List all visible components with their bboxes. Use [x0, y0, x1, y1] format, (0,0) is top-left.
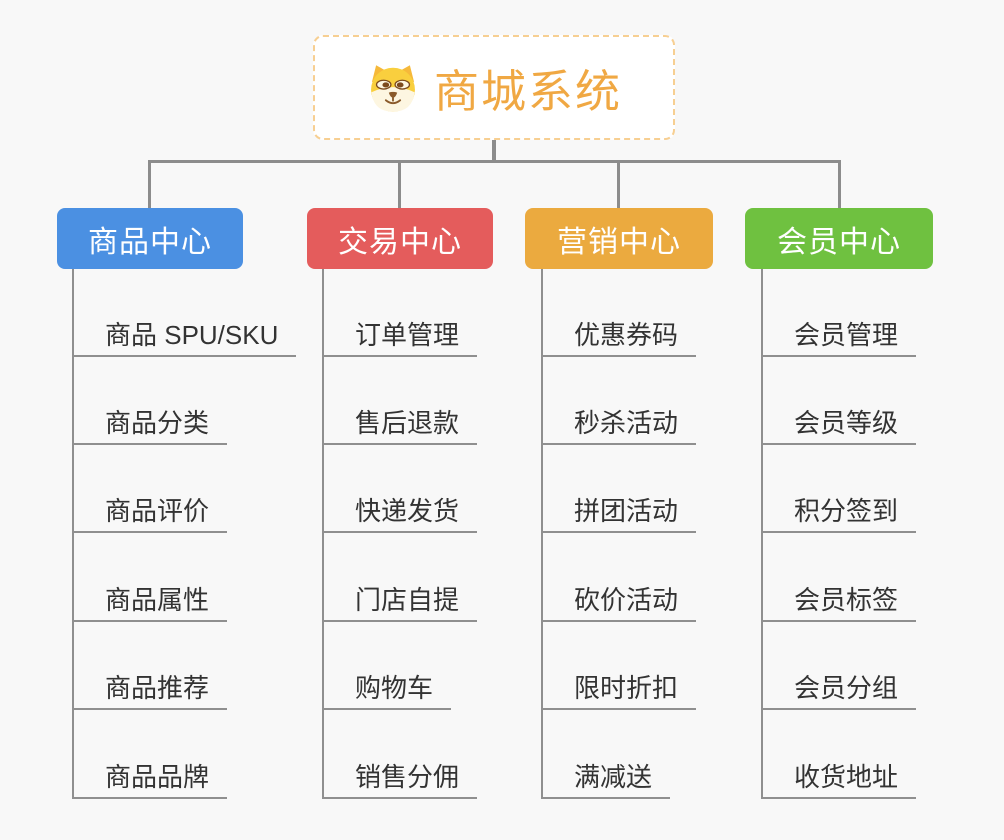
leaf-node-label: 订单管理 [322, 320, 478, 357]
leaf-node[interactable]: 拼团活动 [541, 496, 697, 533]
leaf-node-label: 商品品牌 [72, 762, 228, 799]
branch-column-marketing-center: 优惠券码 秒杀活动 拼团活动 砍价活动 限时折扣 满减送 [541, 269, 791, 799]
leaf-node-label: 拼团活动 [541, 496, 697, 533]
leaf-node[interactable]: 销售分佣 [322, 762, 478, 799]
leaf-node-label: 限时折扣 [541, 673, 697, 710]
leaf-node-label: 商品评价 [72, 496, 228, 533]
leaf-node-label: 满减送 [541, 762, 671, 799]
leaf-node[interactable]: 砍价活动 [541, 585, 697, 622]
leaf-node[interactable]: 商品 SPU/SKU [72, 320, 297, 357]
leaf-node-label: 商品属性 [72, 585, 228, 622]
leaf-node[interactable]: 商品分类 [72, 408, 228, 445]
leaf-node[interactable]: 商品推荐 [72, 673, 228, 710]
leaf-node[interactable]: 门店自提 [322, 585, 478, 622]
leaf-node-label: 砍价活动 [541, 585, 697, 622]
leaf-node-label: 会员分组 [761, 673, 917, 710]
branch-column-member-center: 会员管理 会员等级 积分签到 会员标签 会员分组 收货地址 [761, 269, 1004, 799]
leaf-node-label: 秒杀活动 [541, 408, 697, 445]
root-node-label: 商城系统 [433, 66, 622, 117]
leaf-node[interactable]: 商品品牌 [72, 762, 228, 799]
leaf-node[interactable]: 会员标签 [761, 585, 917, 622]
connector-drop-trade-center [398, 160, 401, 208]
leaf-node-label: 商品 SPU/SKU [72, 320, 297, 357]
leaf-node-label: 会员标签 [761, 585, 917, 622]
leaf-node-label: 收货地址 [761, 762, 917, 799]
leaf-node-label: 优惠券码 [541, 320, 697, 357]
connector-drop-product-center [148, 160, 151, 208]
leaf-node[interactable]: 会员等级 [761, 408, 917, 445]
leaf-node[interactable]: 收货地址 [761, 762, 917, 799]
leaf-node-label: 会员等级 [761, 408, 917, 445]
leaf-node[interactable]: 秒杀活动 [541, 408, 697, 445]
connector-root-stub [492, 140, 496, 162]
dog-face-icon [366, 63, 420, 113]
leaf-node[interactable]: 订单管理 [322, 320, 478, 357]
leaf-node-label: 快递发货 [322, 496, 478, 533]
leaf-node[interactable]: 会员分组 [761, 673, 917, 710]
leaf-node[interactable]: 商品评价 [72, 496, 228, 533]
leaf-node[interactable]: 限时折扣 [541, 673, 697, 710]
connector-drop-marketing-center [617, 160, 620, 208]
leaf-node-label: 销售分佣 [322, 762, 478, 799]
branch-column-trade-center: 订单管理 售后退款 快递发货 门店自提 购物车 销售分佣 [322, 269, 572, 799]
leaf-node[interactable]: 会员管理 [761, 320, 917, 357]
leaf-node[interactable]: 售后退款 [322, 408, 478, 445]
branch-node-trade-center[interactable]: 交易中心 [307, 208, 493, 269]
connector-drop-member-center [838, 160, 841, 208]
branch-node-product-center[interactable]: 商品中心 [57, 208, 243, 269]
leaf-node[interactable]: 优惠券码 [541, 320, 697, 357]
leaf-node-label: 积分签到 [761, 496, 917, 533]
leaf-node[interactable]: 商品属性 [72, 585, 228, 622]
leaf-node[interactable]: 积分签到 [761, 496, 917, 533]
branch-node-label: 商品中心 [88, 225, 212, 259]
leaf-node[interactable]: 快递发货 [322, 496, 478, 533]
root-node[interactable]: 商城系统 [313, 35, 675, 140]
branch-node-member-center[interactable]: 会员中心 [745, 208, 933, 269]
leaf-node-label: 商品分类 [72, 408, 228, 445]
branch-node-label: 营销中心 [557, 225, 681, 259]
branch-node-marketing-center[interactable]: 营销中心 [525, 208, 713, 269]
branch-node-label: 交易中心 [338, 225, 462, 259]
branch-column-product-center: 商品 SPU/SKU 商品分类 商品评价 商品属性 商品推荐 商品品牌 [72, 269, 322, 799]
connector-horizontal-bar [148, 160, 841, 163]
leaf-node-label: 门店自提 [322, 585, 478, 622]
leaf-node-label: 购物车 [322, 673, 452, 710]
branch-node-label: 会员中心 [777, 225, 901, 259]
leaf-node[interactable]: 满减送 [541, 762, 671, 799]
leaf-node[interactable]: 购物车 [322, 673, 452, 710]
leaf-node-label: 商品推荐 [72, 673, 228, 710]
leaf-node-label: 会员管理 [761, 320, 917, 357]
leaf-node-label: 售后退款 [322, 408, 478, 445]
